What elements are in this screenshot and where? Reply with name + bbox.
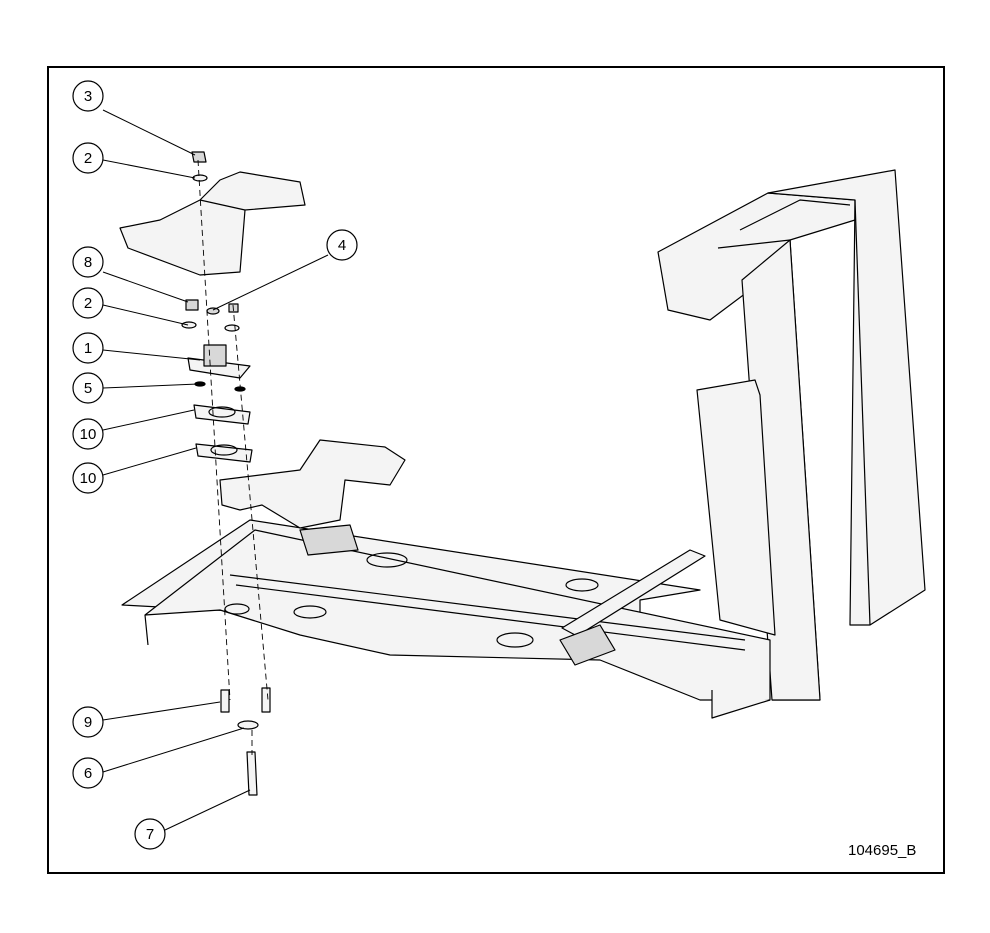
svg-text:5: 5 <box>84 380 92 397</box>
callout-4: 4 <box>326 229 358 261</box>
callout-2: 2 <box>72 142 104 174</box>
drawing-number: 104695_B <box>848 842 917 859</box>
svg-text:1: 1 <box>84 340 92 357</box>
svg-text:9: 9 <box>84 714 92 731</box>
drawing-frame <box>47 66 945 874</box>
hardware-stack <box>181 151 271 796</box>
svg-text:2: 2 <box>84 295 92 312</box>
svg-text:10: 10 <box>80 470 97 487</box>
upright-frame <box>657 169 926 701</box>
callout-7: 7 <box>134 818 166 850</box>
diagonal-bar <box>299 524 706 666</box>
upper-bracket <box>119 171 306 276</box>
leader-lines <box>102 109 329 831</box>
callout-3: 3 <box>72 80 104 112</box>
svg-text:7: 7 <box>146 826 154 843</box>
callout-10-lower: 10 <box>72 462 104 494</box>
lower-bracket <box>219 439 406 529</box>
svg-text:10: 10 <box>80 426 97 443</box>
callout-2-lower: 2 <box>72 287 104 319</box>
svg-text:4: 4 <box>338 237 346 254</box>
base-rails <box>121 519 771 719</box>
callout-5: 5 <box>72 372 104 404</box>
svg-text:6: 6 <box>84 765 92 782</box>
callout-6: 6 <box>72 757 104 789</box>
callout-10: 10 <box>72 418 104 450</box>
svg-text:2: 2 <box>84 150 92 167</box>
svg-text:3: 3 <box>84 88 92 105</box>
callout-1: 1 <box>72 332 104 364</box>
callout-9: 9 <box>72 706 104 738</box>
callout-8: 8 <box>72 246 104 278</box>
callout-bubbles: 3 2 4 8 2 1 5 10 <box>72 80 358 850</box>
svg-text:8: 8 <box>84 254 92 271</box>
